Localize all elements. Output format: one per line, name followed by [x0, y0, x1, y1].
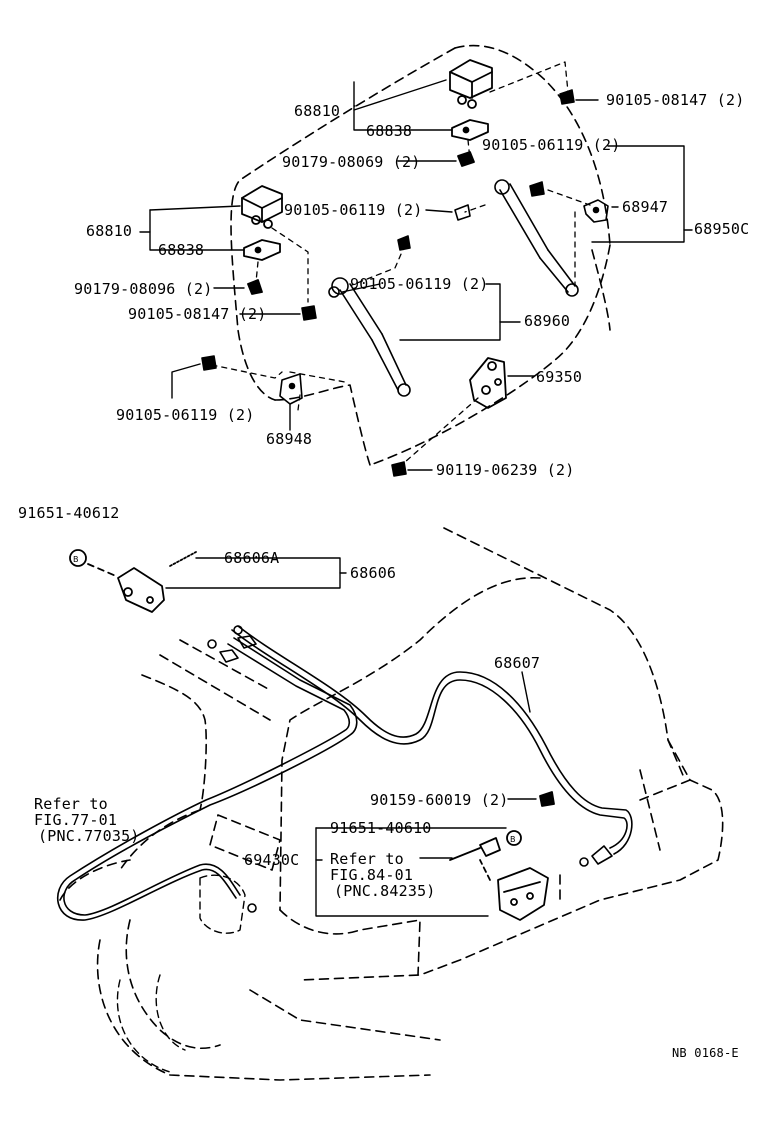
part-label-90105-06119-right: 90105-06119 (2) [482, 136, 621, 154]
wheel [116, 974, 186, 1073]
leaders-upper [139, 79, 693, 471]
reference-note-2-line-2: FIG.84-01 [330, 866, 414, 884]
strut-left [328, 277, 411, 397]
reference-note-2-line-3: (PNC.84235) [334, 882, 436, 900]
latch-69430C [449, 791, 555, 921]
part-label-90105-06119-mid: 90105-06119 (2) [284, 201, 423, 219]
hinge-left [241, 185, 283, 295]
part-label-68947: 68947 [622, 198, 669, 216]
reference-note-2-line-1: Refer to [330, 850, 404, 868]
vehicle-body-outline [59, 527, 724, 1081]
part-label-68948: 68948 [266, 430, 313, 448]
drawing-code: NB 0168-E [672, 1046, 739, 1060]
clip-91651-40612 [69, 549, 87, 567]
reference-note-1-line-3: (PNC.77035) [38, 827, 140, 845]
leaders-lower [165, 557, 537, 917]
fuel-door [199, 874, 246, 934]
reference-note-1-line-2: FIG.77-01 [34, 811, 118, 829]
part-label-90179-08096: 90179-08096 (2) [74, 280, 213, 298]
part-label-90179-08069: 90179-08069 (2) [282, 153, 421, 171]
part-label-68838-top: 68838 [366, 122, 413, 140]
part-label-68950C: 68950C [694, 220, 750, 238]
bracket-68948 [279, 373, 303, 405]
part-label-68606: 68606 [350, 564, 397, 582]
hinge-top [449, 59, 493, 167]
part-label-90105-06119-left: 90105-06119 (2) [116, 406, 255, 424]
part-label-90159-60019: 90159-60019 (2) [370, 791, 509, 809]
strut-right [494, 179, 579, 297]
part-label-68607: 68607 [494, 654, 541, 672]
bolts [201, 89, 575, 477]
part-label-68960: 68960 [524, 312, 571, 330]
part-label-91651-40610: 91651-40610 [330, 819, 432, 837]
hinge-guides [211, 61, 591, 463]
part-label-68838-left: 68838 [158, 241, 205, 259]
bracket-68947 [583, 199, 609, 223]
part-label-91651-40612: 91651-40612 [18, 504, 120, 522]
part-label-90105-06119-strut: 90105-06119 (2) [350, 275, 489, 293]
reference-note-1-line-1: Refer to [34, 795, 108, 813]
part-label-90105-08147-top: 90105-08147 (2) [606, 91, 745, 109]
part-label-69350: 69350 [536, 368, 583, 386]
lock-69350 [469, 357, 507, 409]
svg-text:B: B [73, 555, 79, 564]
back-door-outline [230, 44, 611, 466]
part-label-68606A: 68606A [224, 549, 280, 567]
part-label-90119-06239: 90119-06239 (2) [436, 461, 575, 479]
cable-68607 [56, 625, 633, 921]
part-label-68810-top: 68810 [294, 102, 341, 120]
part-label-69430C: 69430C [244, 851, 300, 869]
part-label-90105-08147-left: 90105-08147 (2) [128, 305, 267, 323]
lever-68606 [87, 551, 197, 613]
part-label-68810-left: 68810 [86, 222, 133, 240]
svg-text:B: B [510, 835, 516, 844]
